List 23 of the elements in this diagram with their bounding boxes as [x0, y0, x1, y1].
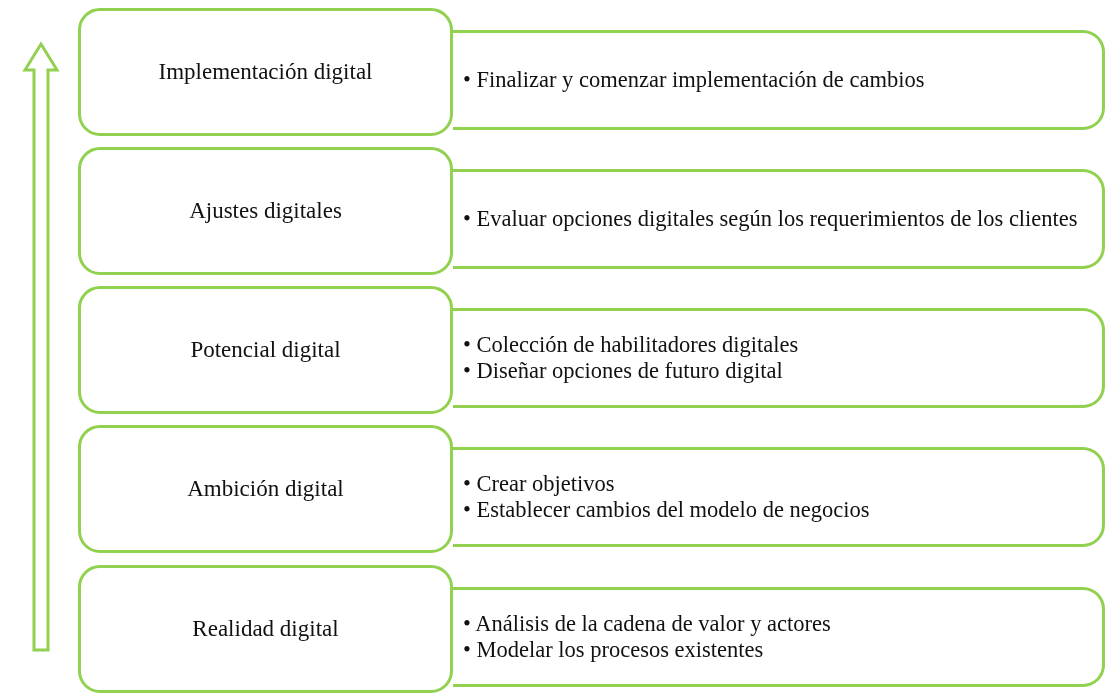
- stage-title: Ajustes digitales: [189, 198, 342, 224]
- stage-box: [78, 147, 453, 275]
- stage-box: [78, 8, 453, 136]
- bullet-item: • Colección de habilitadores digitales: [463, 332, 800, 358]
- bullet-item: • Modelar los procesos existentes: [463, 637, 765, 663]
- stage-title: Implementación digital: [158, 59, 373, 85]
- bullet-item: • Finalizar y comenzar implementación de cambios: [463, 67, 926, 93]
- bullet-item: • Crear objetivos: [463, 471, 616, 497]
- stage-title: Ambición digital: [187, 476, 344, 502]
- detail-box: [453, 30, 1105, 130]
- bullet-item: • Establecer cambios del modelo de negocios: [463, 497, 871, 523]
- bullet-item: • Diseñar opciones de futuro digital: [463, 358, 784, 384]
- stage-box: [78, 565, 453, 693]
- detail-box: [453, 169, 1105, 269]
- detail-box: [453, 447, 1105, 547]
- detail-box: [453, 587, 1105, 687]
- bullet-item: • Análisis de la cadena de valor y actores: [463, 611, 832, 637]
- stage-box: [78, 425, 453, 553]
- stage-title: Realidad digital: [192, 616, 339, 642]
- stage-title: Potencial digital: [190, 337, 341, 363]
- bullet-item: • Evaluar opciones digitales según los requerimientos de los clientes: [463, 206, 1079, 232]
- stage-box: [78, 286, 453, 414]
- detail-box: [453, 308, 1105, 408]
